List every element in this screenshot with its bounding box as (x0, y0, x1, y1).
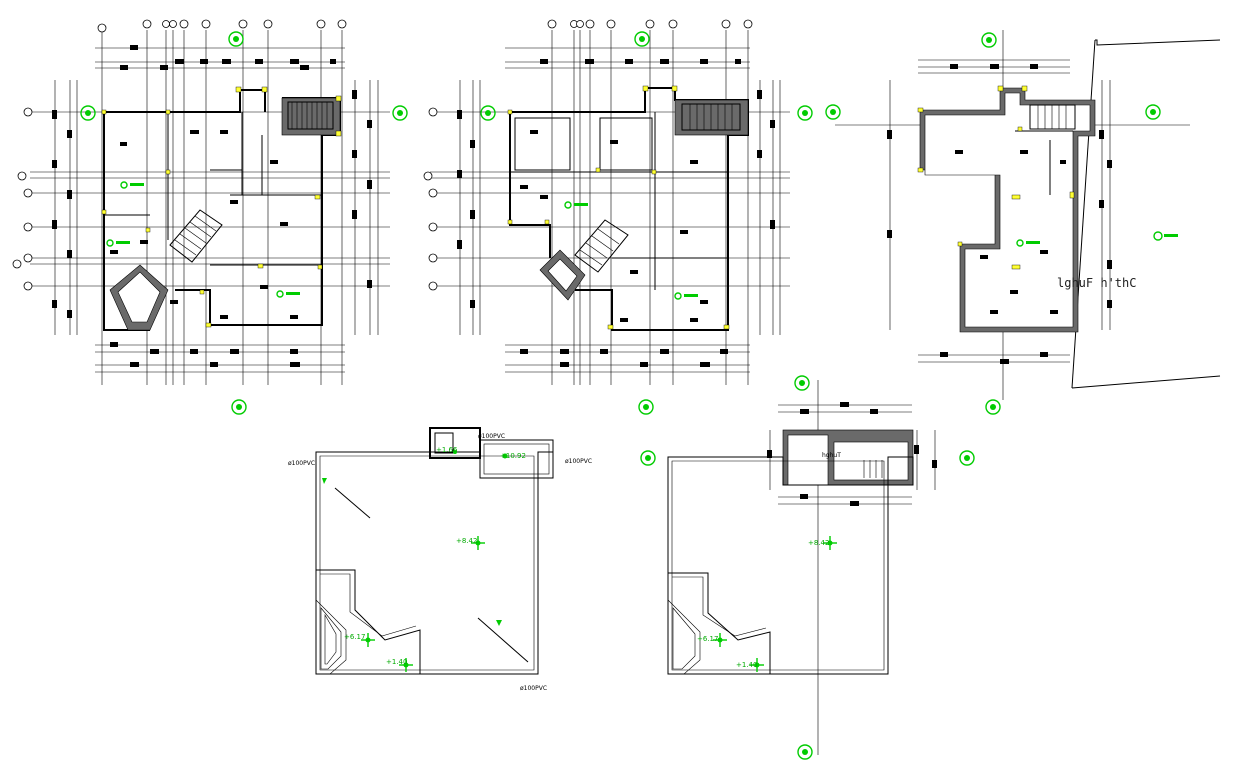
roof-2-level-lower: +1.40 (736, 661, 757, 669)
roof-2-level-corner: +6.17 (697, 635, 718, 643)
roof-2-annotation: hghuT (822, 452, 841, 459)
plan-2-walls (507, 85, 749, 331)
floor-plan-1 (12, 19, 408, 415)
plan-3-walls: lghuF h'thC (917, 85, 1178, 333)
roof-1-level-lower: +1.40 (386, 658, 407, 666)
grid-lines-vertical-1 (101, 30, 343, 385)
grid-lines-horizontal-1 (30, 111, 390, 287)
floor-plan-2 (423, 19, 813, 415)
section-marker-icon (80, 31, 408, 415)
grid-bubble-icon (423, 19, 753, 291)
roof-1-level-small: +1.66 (436, 446, 458, 454)
level-marker-icon (1016, 231, 1178, 247)
grid-bubble-icon (12, 19, 347, 291)
section-marker-icon (825, 32, 1161, 415)
roof-1-level-top-room: +10.92 (500, 452, 526, 460)
level-marker-icon (322, 450, 508, 672)
dimension-strings-1 (52, 45, 379, 373)
roof-1-level-center: +8.42 (456, 537, 477, 545)
roof-1-drain-top-left: ø100PVC (288, 460, 315, 467)
roof-1-drain-top-mid: ø100PVC (478, 433, 505, 440)
section-marker-icon (480, 31, 813, 415)
section-marker-icon (640, 375, 975, 760)
level-marker-icon (564, 201, 698, 300)
floor-plan-3: lghuF h'thC (825, 30, 1221, 415)
level-marker-icon (713, 536, 837, 672)
roof-2-level-center: +8.42 (808, 539, 829, 547)
plan-3-annotation: lghuF h'thC (1057, 276, 1136, 290)
level-marker-icon (106, 181, 300, 298)
roof-1-drain-top-right: ø100PVC (565, 458, 592, 465)
roof-plan-1: +10.92 +1.66 +8.42 +6.17 +1.40 ø100PVC ø… (288, 427, 592, 692)
roof-1-level-corner: +6.17 (344, 633, 365, 641)
roof-1-drain-bottom: ø100PVC (520, 685, 547, 692)
roof-plan-2: hghuT +8.42 +6.17 +1.40 (640, 375, 975, 760)
plan-1-walls (101, 86, 342, 331)
